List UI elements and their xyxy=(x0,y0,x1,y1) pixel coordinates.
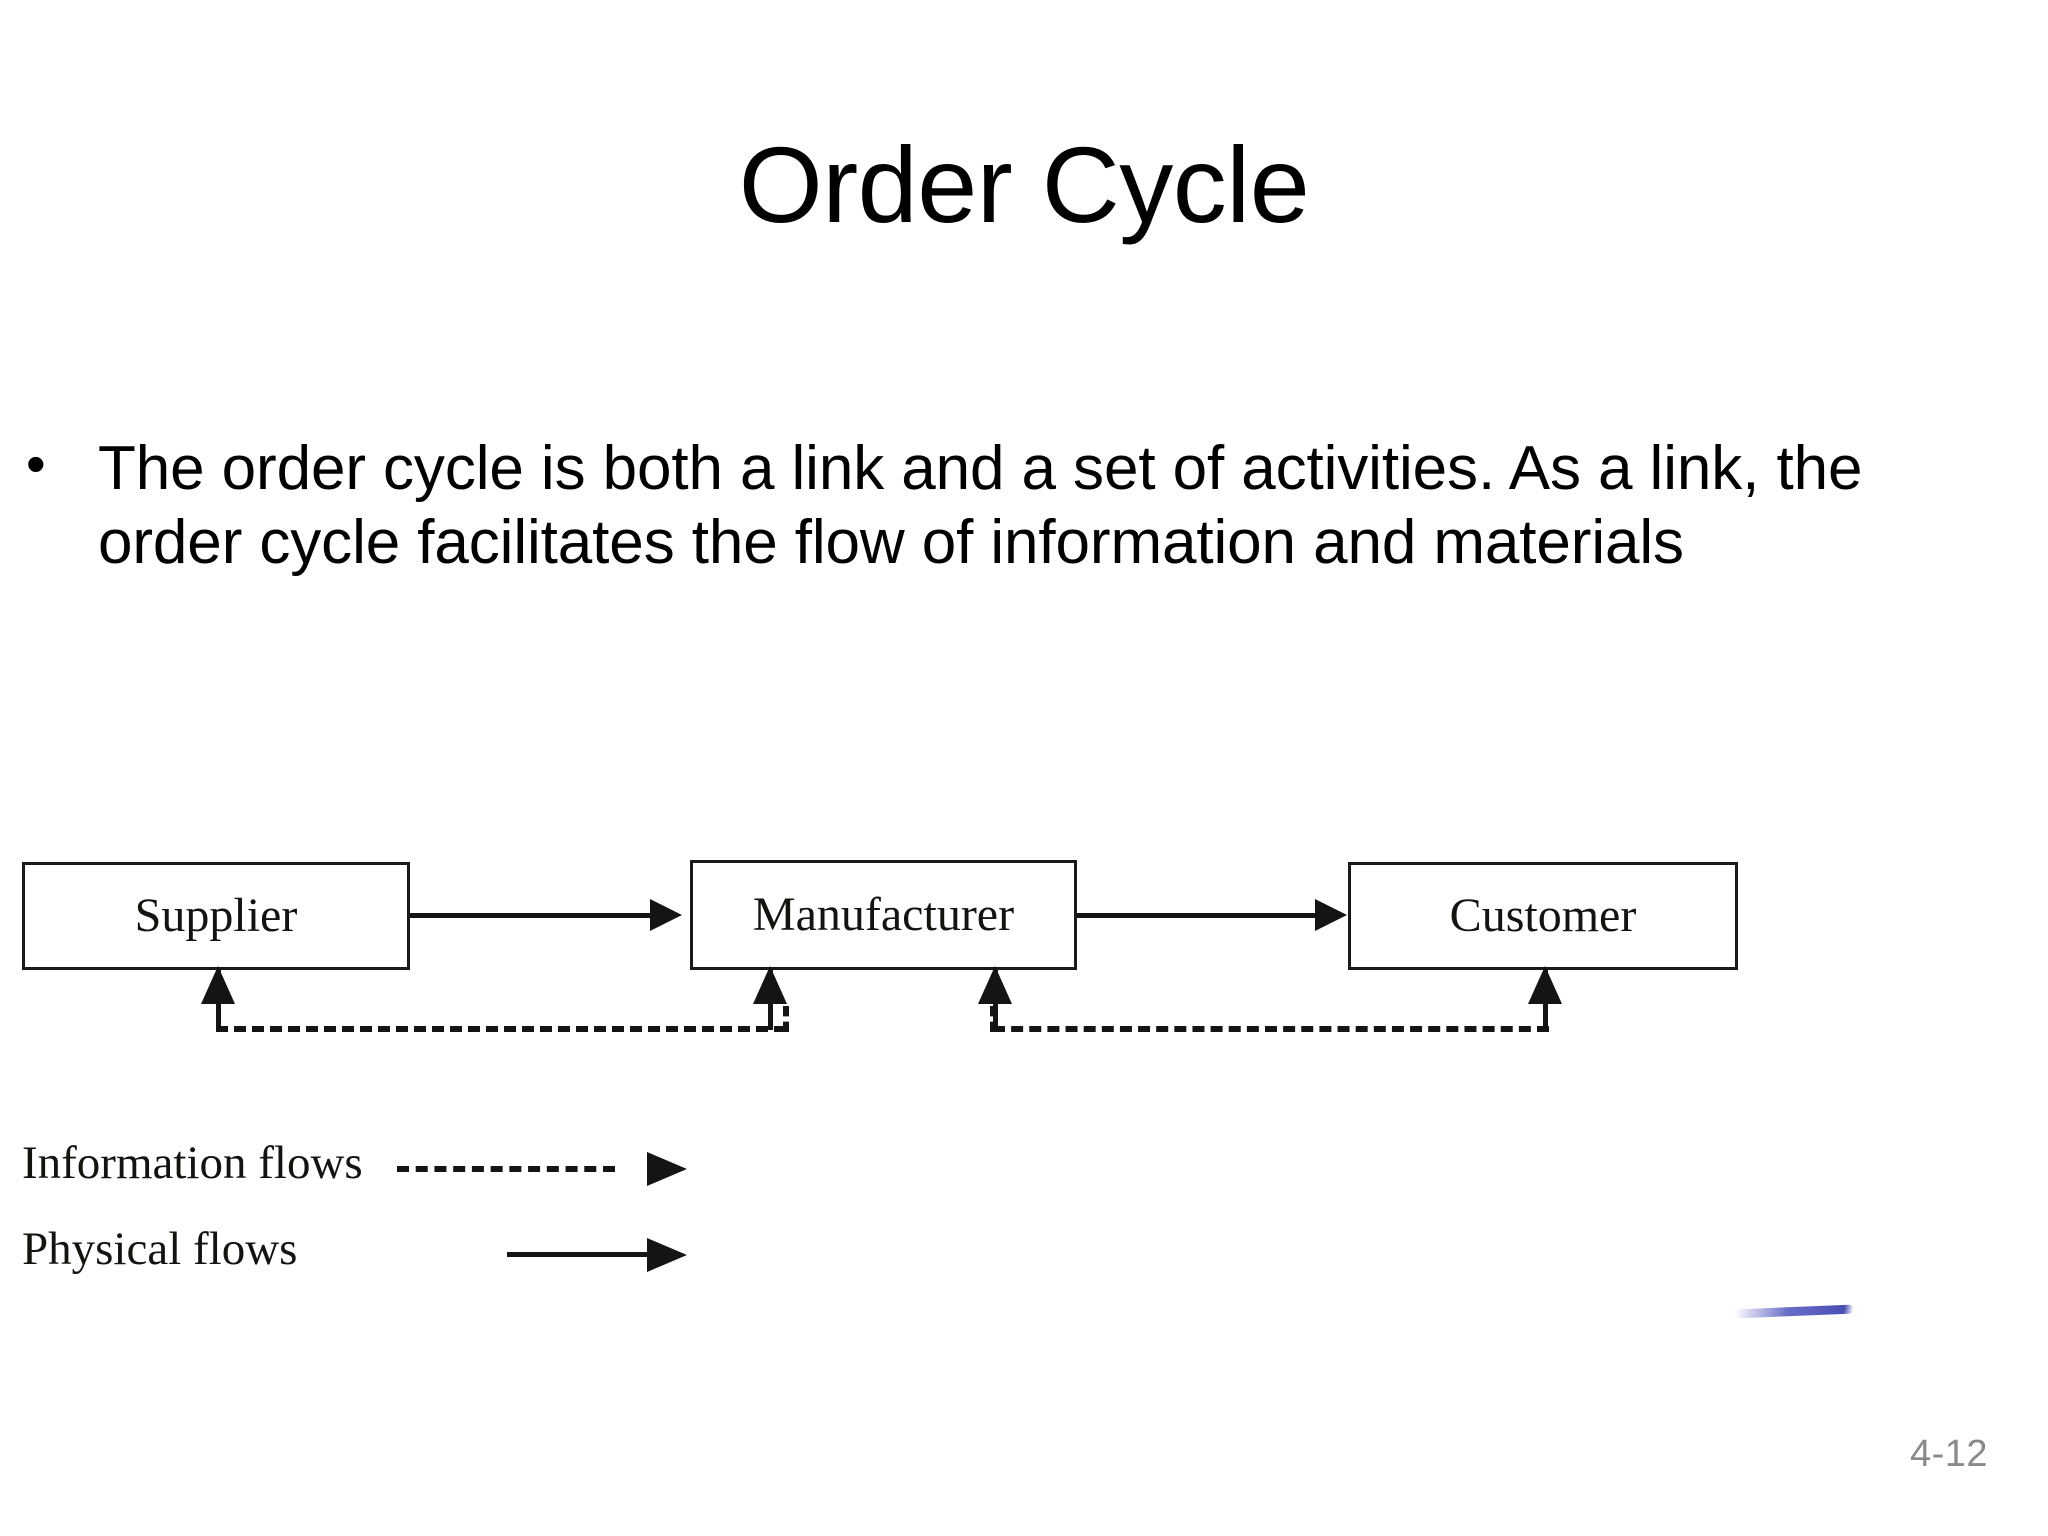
bullet-text: The order cycle is both a link and a set… xyxy=(98,434,1863,578)
arrow-right-icon xyxy=(1315,899,1347,931)
list-item: • The order cycle is both a link and a s… xyxy=(0,432,2010,581)
order-cycle-diagram: Supplier Manufacturer Customer xyxy=(0,820,2048,1320)
diagram-legend: Information flows Physical flows xyxy=(22,1140,722,1320)
page-number: 4-12 xyxy=(1909,1433,1988,1475)
diagram-node-supplier-label: Supplier xyxy=(134,889,298,942)
information-flow-customer-manufacturer-line xyxy=(993,1026,1549,1032)
arrow-right-icon xyxy=(650,899,682,931)
arrow-up-icon xyxy=(201,966,235,1004)
diagram-node-customer-label: Customer xyxy=(1449,889,1637,942)
legend-item-physical-flows: Physical flows xyxy=(22,1226,722,1288)
diagram-node-manufacturer-label: Manufacturer xyxy=(752,888,1015,941)
solid-line-icon xyxy=(507,1252,662,1257)
physical-flow-supplier-manufacturer-line xyxy=(410,913,664,918)
arrow-up-icon xyxy=(1528,966,1562,1004)
legend-item-information-flows-label: Information flows xyxy=(22,1137,363,1189)
arrow-up-icon xyxy=(978,966,1012,1004)
bullet-list: • The order cycle is both a link and a s… xyxy=(0,432,2010,581)
diagram-node-manufacturer: Manufacturer xyxy=(690,860,1077,970)
bullet-marker-icon: • xyxy=(26,432,46,495)
page-title: Order Cycle xyxy=(738,124,1310,245)
information-flow-manufacturer-supplier-line xyxy=(216,1026,786,1032)
diagram-node-customer: Customer xyxy=(1348,862,1738,970)
legend-item-physical-flows-label: Physical flows xyxy=(22,1223,298,1275)
arrow-right-icon xyxy=(647,1152,687,1186)
information-flow-manufacturer-supplier-riser xyxy=(783,1006,789,1032)
legend-item-information-flows: Information flows xyxy=(22,1140,722,1202)
arrow-right-icon xyxy=(647,1238,687,1272)
physical-flow-manufacturer-customer-line xyxy=(1077,913,1329,918)
diagram-node-supplier: Supplier xyxy=(22,862,410,970)
dashed-line-icon xyxy=(397,1166,615,1172)
arrow-up-icon xyxy=(753,966,787,1004)
